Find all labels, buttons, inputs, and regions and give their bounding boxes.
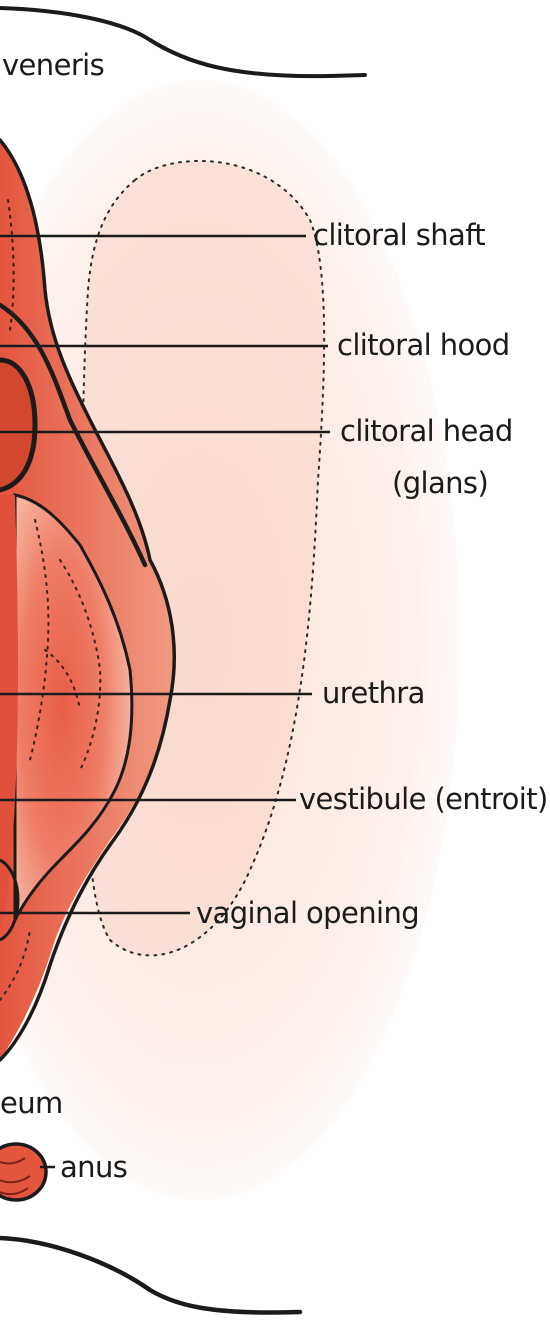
label-clitoral-head-glans: (glans)	[392, 466, 488, 500]
label-clitoral-hood: clitoral hood	[337, 328, 510, 362]
anus-shape	[0, 1144, 46, 1200]
label-vestibule: vestibule (entroit)	[299, 782, 548, 816]
label-urethra: urethra	[322, 676, 425, 710]
label-clitoral-head: clitoral head	[340, 414, 513, 448]
label-perineum: eum	[0, 1086, 63, 1120]
label-vaginal-opening: vaginal opening	[196, 896, 419, 930]
label-clitoral-shaft: clitoral shaft	[313, 218, 485, 252]
buttocks-outline	[0, 1238, 300, 1313]
label-mons-veneris: veneris	[2, 48, 104, 82]
label-anus: anus	[60, 1150, 127, 1184]
